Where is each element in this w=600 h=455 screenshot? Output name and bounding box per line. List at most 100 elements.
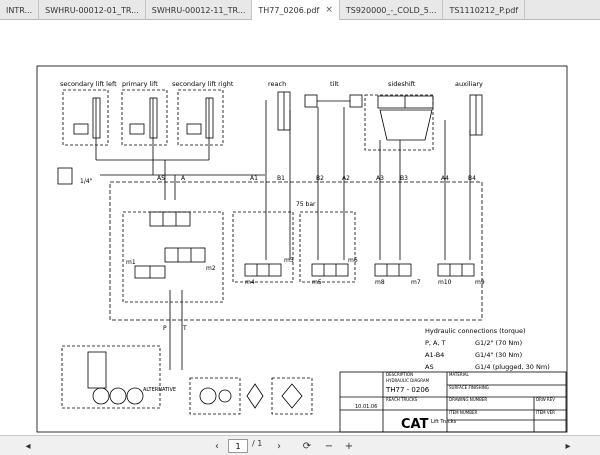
connections-table: Hydraulic connections (torque) P, A, T G… [425, 327, 550, 371]
control-valve-block [109, 181, 483, 321]
tb-item-number-label: ITEM NUMBER [449, 410, 478, 415]
tab-item[interactable]: SWHRU-00012-01_TR... [39, 0, 146, 20]
label-primary-lift: primary lift [122, 80, 158, 88]
valve-m4: m4 [245, 279, 255, 286]
port-a2: A2 [342, 175, 350, 182]
tab-label: SWHRU-00012-01_TR... [45, 5, 139, 15]
port-b2: B2 [316, 175, 324, 182]
tb-description-label: DESCRIPTION [386, 372, 413, 377]
alternative-pump [199, 387, 217, 405]
tab-item[interactable]: INTR... [0, 0, 40, 20]
reach-valve-section [232, 211, 294, 283]
lift-cylinder-boxes [62, 89, 434, 151]
actuator-cylinders [277, 91, 483, 141]
next-page-icon[interactable]: › [277, 440, 281, 452]
secondary-lift-left-box [62, 89, 109, 146]
tb-description: HYDRAULIC DIAGRAM [386, 378, 430, 383]
page-number-input[interactable]: 1 [228, 439, 248, 453]
title-block [339, 371, 567, 433]
secondary-lift-right-box [177, 89, 224, 146]
tab-bar: INTR... SWHRU-00012-01_TR... SWHRU-00012-1… [0, 0, 600, 20]
tab-label: TS1110212_P.pdf [449, 5, 519, 15]
label-secondary-lift-right: secondary lift right [172, 80, 234, 88]
valve-m10: m10 [438, 279, 452, 286]
filter-symbol [246, 383, 264, 409]
port-b1: B1 [277, 175, 285, 182]
tab-label: TS920000_-_COLD_5... [345, 5, 437, 15]
connections-title: Hydraulic connections (torque) [425, 327, 526, 335]
alternative-pump-box [189, 377, 241, 415]
cat-logo: CAT [401, 417, 429, 432]
conn-row-ports: AS [425, 363, 434, 371]
tab-label: INTR... [6, 5, 33, 15]
label-secondary-lift-left: secondary lift left [60, 80, 117, 88]
prev-page-icon[interactable]: ‹ [215, 440, 219, 452]
label-auxiliary: auxiliary [455, 80, 483, 88]
valve-m3: m3 [284, 257, 294, 264]
conn-row-spec: G1/4 (plugged, 30 Nm) [475, 363, 550, 371]
conn-row-ports: P, A, T [425, 339, 446, 347]
rotate-icon[interactable]: ⟳ [302, 440, 312, 452]
port-p: P [163, 325, 167, 332]
valve-m8: m8 [375, 279, 385, 286]
pump-symbols [87, 351, 144, 405]
tb-number: TH77 - 0206 [385, 386, 430, 394]
tank-filter-box [271, 377, 313, 415]
alternative-motor [218, 389, 232, 403]
directional-valves [57, 167, 475, 279]
tab-item[interactable]: TH77_0206.pdf × [252, 0, 340, 20]
port-b3: B3 [400, 175, 408, 182]
tb-subtitle: REACH TRUCKS [386, 397, 418, 402]
cat-logo-sub: Lift Trucks [431, 419, 457, 425]
valve-m7: m7 [411, 279, 421, 286]
lift-cylinders [73, 97, 214, 139]
tb-item-ver: ITEM VER [536, 410, 555, 415]
valve-m5: m5 [312, 279, 322, 286]
port-b4: B4 [468, 175, 476, 182]
label-pressure: 75 bar [296, 201, 316, 208]
tab-item[interactable]: TS1110212_P.pdf [443, 0, 526, 20]
tab-item[interactable]: SWHRU-00012-11_TR... [146, 0, 253, 20]
tb-material-label: MATERIAL [449, 372, 470, 377]
port-a3: A3 [376, 175, 384, 182]
hydraulic-diagram: secondary lift left primary lift seconda… [36, 65, 568, 433]
conn-row-ports: A1-B4 [425, 351, 444, 359]
page-total: / 1 [252, 439, 263, 448]
conn-row-spec: G1/4" (30 Nm) [475, 351, 522, 359]
port-a1: A1 [250, 175, 258, 182]
conn-row-spec: G1/2" (70 Nm) [475, 339, 522, 347]
label-reach: reach [268, 80, 286, 88]
tb-date: 10.01.06 [355, 404, 377, 410]
label-sideshift: sideshift [388, 80, 416, 88]
tab-label: TH77_0206.pdf [258, 5, 320, 15]
primary-lift-box [121, 89, 168, 146]
lift-valve-section [122, 211, 224, 303]
tb-drawing-number-label: DRAWING NUMBER [449, 397, 487, 402]
sideshift-box [364, 94, 434, 151]
port-t: T [182, 325, 187, 332]
scroll-left-icon[interactable]: ◂ [25, 440, 31, 452]
drawing-frame [36, 65, 568, 433]
valve-m1: m1 [126, 259, 136, 266]
label-alternative: ALTERNATIVE [143, 387, 176, 393]
tab-label: SWHRU-00012-11_TR... [151, 5, 246, 15]
tilt-valve-section [299, 211, 356, 283]
close-icon[interactable]: × [325, 5, 333, 15]
valve-m9: m9 [475, 279, 485, 286]
pdf-viewer[interactable]: secondary lift left primary lift seconda… [0, 20, 600, 435]
valve-m6: m6 [348, 257, 358, 264]
zoom-in-icon[interactable]: + [344, 440, 354, 452]
valve-m2: m2 [206, 265, 216, 272]
pipe-lines [95, 100, 471, 370]
pump-section [61, 345, 161, 409]
bottom-toolbar: ◂ ‹ 1 / 1 › ⟳ − + ▸ [0, 435, 600, 455]
port-a4: A4 [441, 175, 449, 182]
zoom-out-icon[interactable]: − [324, 440, 334, 452]
tb-drw-rev: DRW REV [536, 397, 555, 402]
scroll-right-icon[interactable]: ▸ [565, 440, 571, 452]
port-a: A [181, 175, 186, 182]
port-as: AS [157, 175, 165, 182]
tab-item[interactable]: TS920000_-_COLD_5... [340, 0, 444, 20]
label-quarter-inch: 1/4" [80, 178, 93, 185]
label-tilt: tilt [330, 80, 339, 88]
